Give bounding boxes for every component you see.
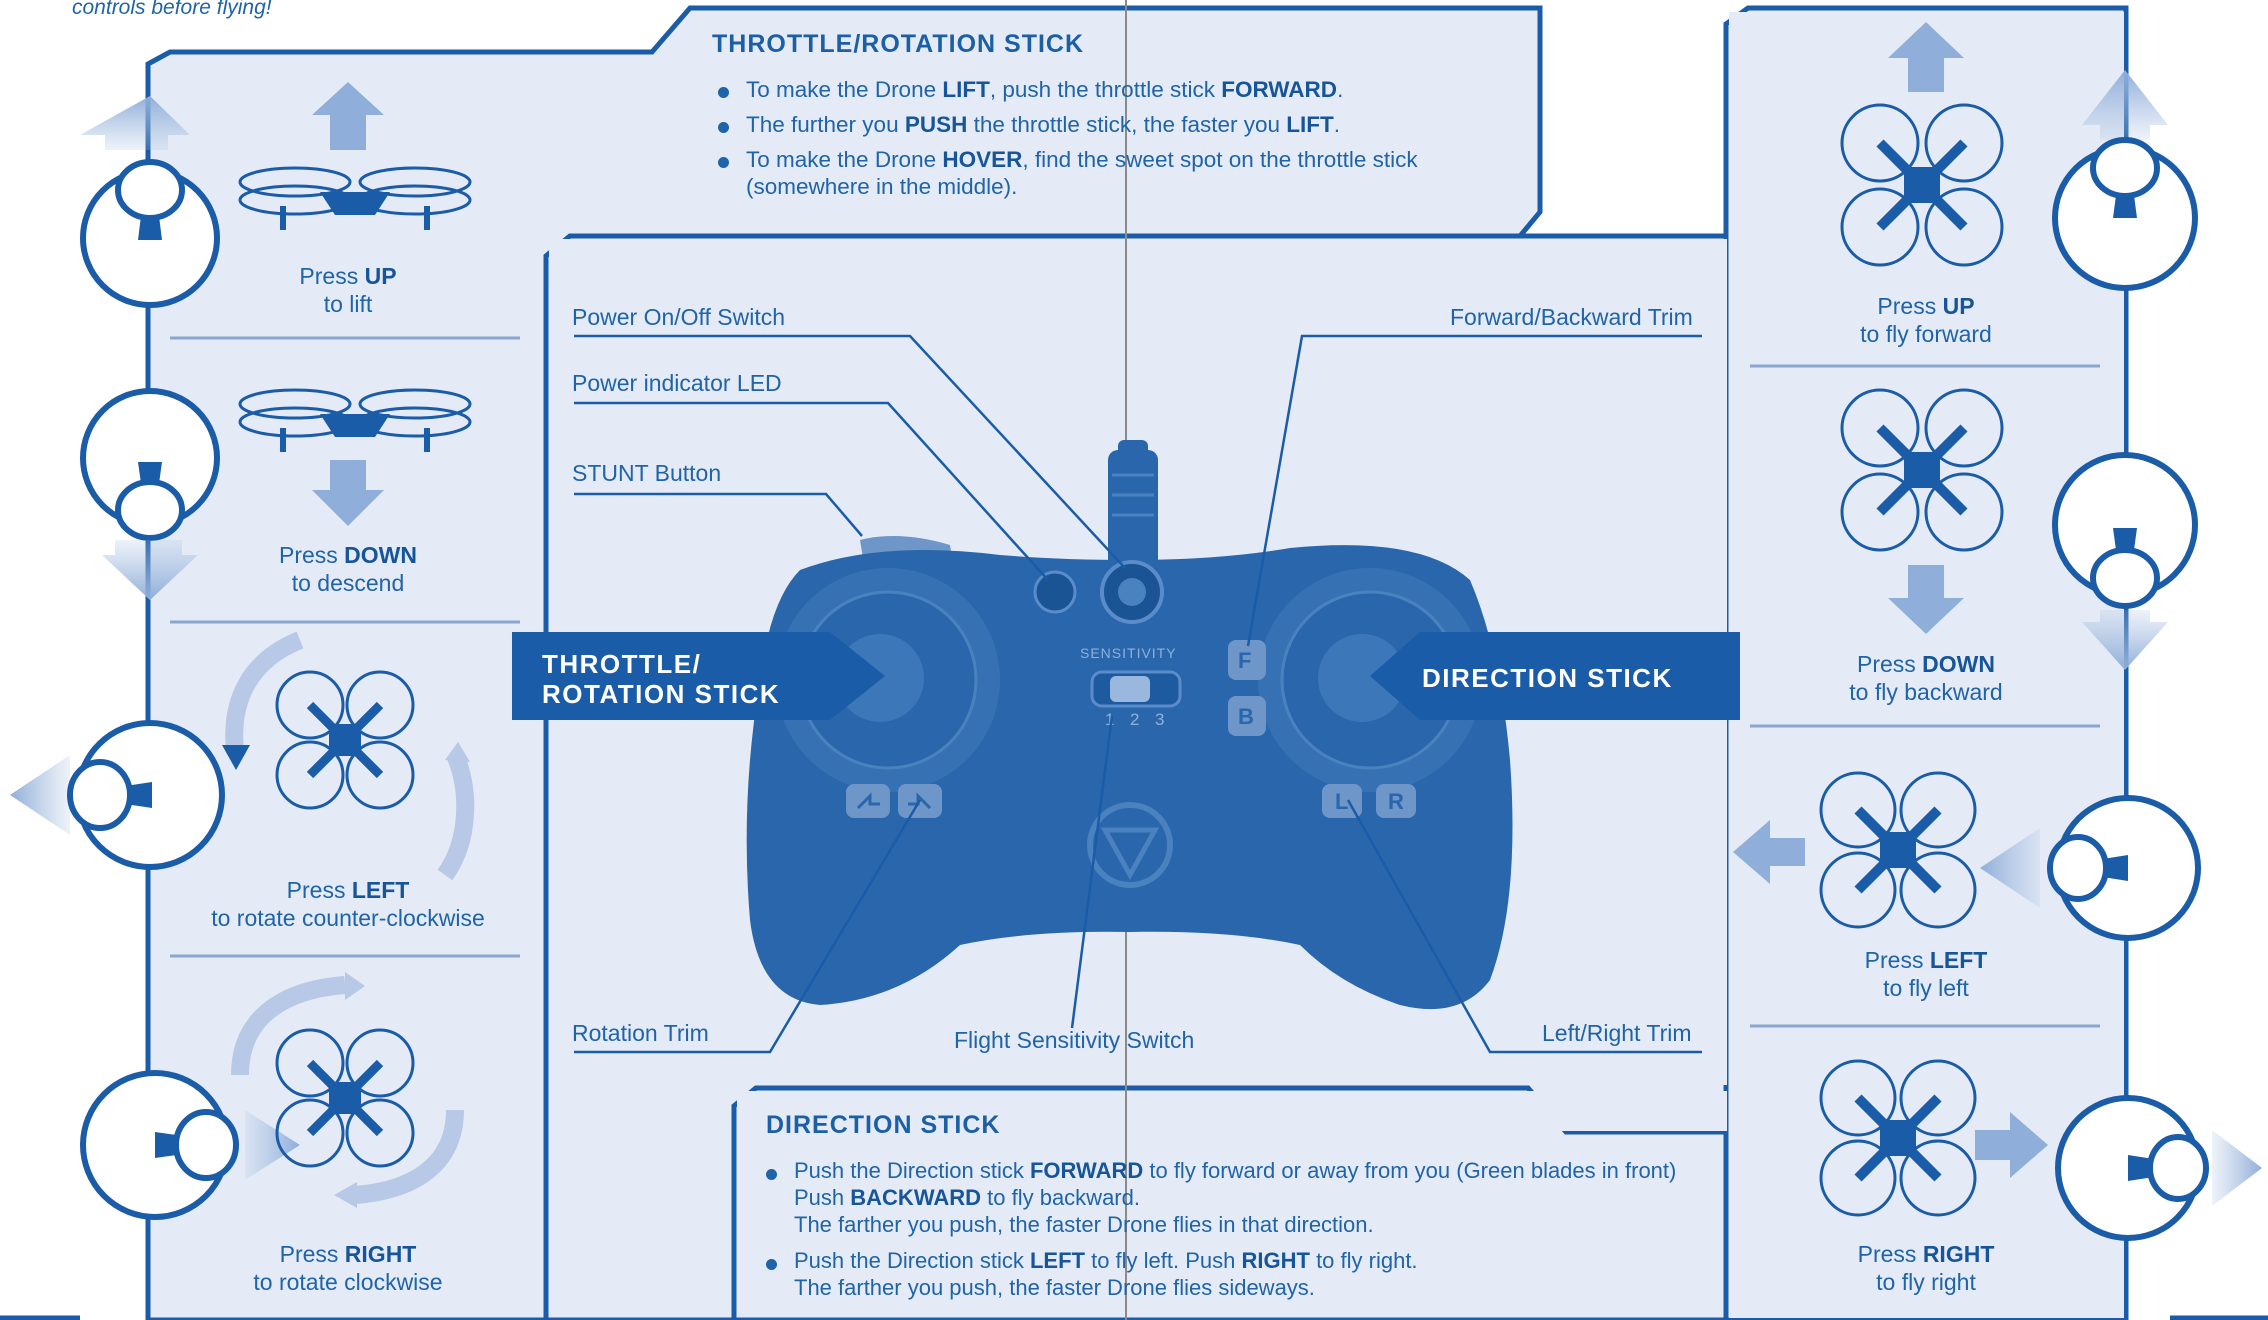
- callout-lines: [574, 334, 1702, 1054]
- stick-down-icon: [2052, 452, 2198, 670]
- drone-top-icon: [1840, 103, 2004, 267]
- right-illustrations: [1733, 22, 2262, 1241]
- bullet-icon: [718, 157, 729, 168]
- stick-up-icon: [2052, 70, 2198, 291]
- stick-right-icon: [80, 1070, 300, 1220]
- drone-side-icon: [238, 166, 472, 230]
- forward-trim-button: [1228, 640, 1266, 680]
- drone-side-icon: [238, 388, 472, 452]
- arrow-left-icon: [1733, 820, 1805, 884]
- direction-tab-label: DIRECTION STICK: [1422, 663, 1673, 693]
- btn-r-label: R: [1388, 789, 1404, 814]
- power-led: [1033, 570, 1077, 614]
- right-trim-button: [1376, 784, 1416, 818]
- drone-top-icon: [1819, 771, 1977, 929]
- rotation-trim-left-button: [846, 784, 890, 818]
- arrow-up-icon: [312, 82, 384, 150]
- antenna-icon: [1108, 440, 1158, 570]
- top-note: controls before flying!: [72, 0, 272, 19]
- right-stick-cap: [1318, 634, 1406, 722]
- callout-power-switch: Power On/Off Switch: [572, 304, 786, 330]
- stick-left-icon: [10, 720, 225, 870]
- callout-fb-trim: Forward/Backward Trim: [1450, 304, 1693, 330]
- throttle-bullet-2: The further you PUSH the throttle stick,…: [718, 111, 1518, 138]
- btn-b-label: B: [1238, 704, 1254, 729]
- drone-top-icon: [275, 670, 415, 810]
- callout-power-led: Power indicator LED: [572, 370, 782, 396]
- sensitivity-3: 3: [1155, 710, 1165, 729]
- throttle-tab: [512, 632, 885, 720]
- rotate-ccw-arrows-icon: [222, 631, 475, 881]
- bullet-icon: [718, 122, 729, 133]
- drone-top-icon: [275, 1028, 415, 1168]
- arrow-right-icon: [1975, 1112, 2048, 1178]
- bullet-icon: [766, 1169, 777, 1180]
- direction-box-frame: [731, 1085, 1733, 1320]
- stick-right-icon: [2055, 1095, 2262, 1241]
- arrow-down-icon: [312, 460, 384, 526]
- rotate-cw-arrows-icon: [231, 972, 464, 1208]
- backward-trim-button: [1228, 696, 1266, 736]
- bullet-icon: [766, 1259, 777, 1270]
- direction-box-heading: DIRECTION STICK: [766, 1111, 1001, 1139]
- sensitivity-label: SENSITIVITY: [1080, 645, 1177, 661]
- throttle-bullet-3: To make the Drone HOVER, find the sweet …: [718, 146, 1518, 200]
- callout-stunt: STUNT Button: [572, 460, 722, 486]
- btn-l-label: L: [1335, 789, 1349, 814]
- stick-left-icon: [1980, 795, 2201, 941]
- logo-icon: [1087, 802, 1173, 888]
- left-column-frame: [145, 5, 1543, 1320]
- callout-lr-trim: Left/Right Trim: [1542, 1020, 1692, 1046]
- direction-bullet-1: Push the Direction stick FORWARD to fly …: [766, 1158, 1726, 1238]
- arrow-up-icon: [1888, 22, 1964, 92]
- arrow-down-icon: [1888, 565, 1964, 634]
- throttle-bullet-1: To make the Drone LIFT, push the throttl…: [718, 76, 1518, 103]
- sensitivity-2: 2: [1130, 710, 1140, 729]
- drone-top-icon: [1819, 1059, 1977, 1217]
- sensitivity-1: 1: [1105, 710, 1115, 729]
- drone-top-icon: [1840, 388, 2004, 552]
- stick-down-icon: [80, 388, 220, 600]
- btn-f-label: F: [1238, 648, 1252, 673]
- callout-rotation-trim: Rotation Trim: [572, 1020, 709, 1046]
- direction-tab: [1370, 632, 1740, 720]
- throttle-box-heading: THROTTLE/ROTATION STICK: [712, 30, 1085, 58]
- callout-sensitivity: Flight Sensitivity Switch: [954, 1027, 1195, 1053]
- stick-up-icon: [80, 96, 220, 308]
- throttle-tab-label: THROTTLE/ROTATION STICK: [542, 649, 781, 709]
- bullet-icon: [718, 87, 729, 98]
- left-illustrations: [10, 82, 475, 1220]
- direction-bullet-2: Push the Direction stick LEFT to fly lef…: [766, 1248, 1726, 1302]
